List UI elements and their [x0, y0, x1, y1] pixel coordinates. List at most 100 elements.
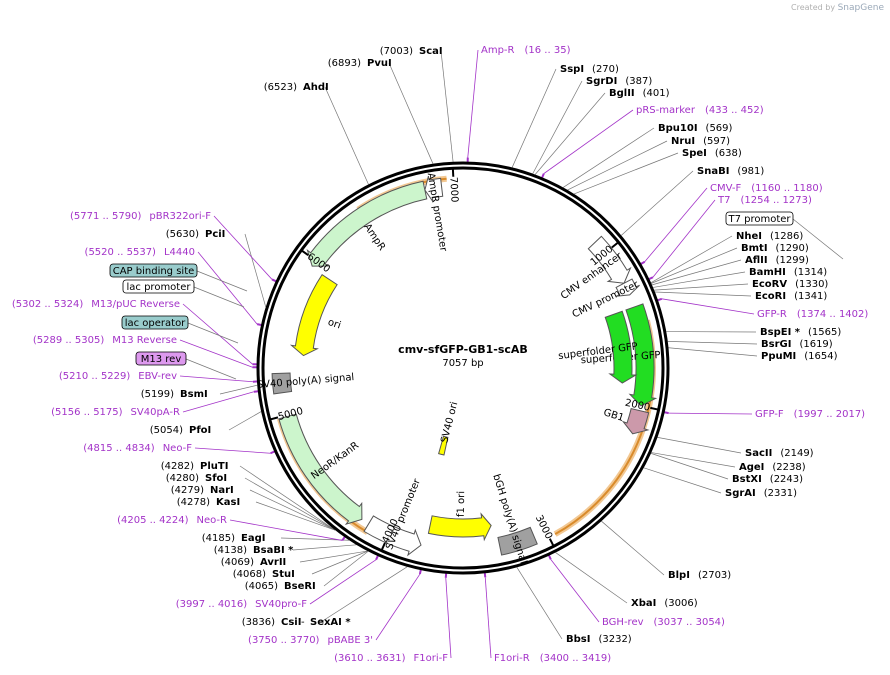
primer-name: GFP-R — [757, 309, 787, 320]
box-cap-binding-site — [109, 263, 198, 278]
primer-leader — [445, 577, 452, 659]
box-leader — [187, 322, 239, 344]
enzyme-position: (5054) — [150, 425, 183, 436]
leader-line — [651, 247, 738, 284]
enzyme-name: PfoI — [189, 425, 211, 436]
enzyme-position: (981) — [737, 166, 764, 177]
enzyme-position: (3232) — [598, 634, 631, 645]
enzyme-name: EagI — [241, 533, 265, 544]
enzyme-position: (4138) — [214, 545, 247, 556]
primer-range: (1997 .. 2017) — [794, 409, 866, 420]
box-label-lac-promoter: lac promoter — [127, 282, 192, 293]
enzyme-position: (1341) — [794, 291, 827, 302]
leader-line — [555, 552, 628, 604]
feature-f1-ori — [427, 512, 492, 542]
primer-labels: Amp-R(16 .. 35)pRS-marker(433 .. 452)CMV… — [12, 45, 869, 664]
enzyme-name: BmtI — [741, 243, 768, 254]
leader-line — [667, 341, 758, 345]
enzyme-name: AhdI — [303, 82, 329, 93]
primer-range: (4205 .. 4224) — [117, 515, 189, 526]
primer-name: BGH-rev — [602, 617, 644, 628]
enzyme-position: (1286) — [770, 231, 803, 242]
primer-leader — [375, 573, 421, 641]
enzyme-position: (4068) — [233, 569, 266, 580]
enzyme-position: (1290) — [776, 243, 809, 254]
primer-range: (5156 .. 5175) — [51, 407, 123, 418]
leader-line — [249, 489, 336, 531]
tick-mark — [380, 542, 386, 551]
primer-range: (1160 .. 1180) — [751, 183, 823, 194]
box-leader — [196, 270, 248, 292]
enzyme-name: BamHI — [749, 267, 786, 278]
box-leader — [185, 358, 237, 380]
primer-range: (16 .. 35) — [525, 45, 571, 56]
tick-label: 3000 — [533, 513, 554, 541]
leader-line — [228, 411, 262, 431]
feature-sv40-poly-a-signal — [271, 372, 293, 395]
enzyme-name: BspEI * — [760, 327, 801, 338]
enzyme-name: NarI — [210, 485, 234, 496]
enzyme-name: BbsI — [566, 634, 590, 645]
box-label-m13-rev: M13 rev — [141, 354, 182, 365]
primer-range: (4815 .. 4834) — [83, 443, 155, 454]
leader-line — [532, 80, 583, 174]
leader-line — [657, 437, 742, 454]
enzyme-position: (3006) — [664, 598, 697, 609]
feature-sv40-promoter — [363, 515, 422, 557]
enzyme-name: BglII — [609, 88, 635, 99]
enzyme-name: SgrAI — [725, 488, 756, 499]
leader-line — [563, 127, 655, 188]
credit-prefix: Created by — [791, 3, 836, 12]
enzyme-name: PvuI — [367, 58, 392, 69]
tick-mark — [269, 416, 279, 421]
enzyme-position: (6523) — [264, 82, 297, 93]
enzyme-position: (1565) — [808, 327, 841, 338]
leader-line — [388, 62, 434, 164]
enzyme-name: BsaBI * — [253, 545, 294, 556]
enzyme-name: BsrGI — [761, 339, 791, 350]
tick-label: 7000 — [447, 177, 459, 203]
enzyme-name: SgrDI — [586, 76, 617, 87]
leader-line — [650, 453, 729, 480]
enzyme-name: PciI — [205, 229, 225, 240]
tick-mark — [301, 249, 309, 257]
enzyme-name: SspI — [560, 64, 584, 75]
primer-name: SV40pA-R — [131, 407, 180, 418]
enzyme-position: (1299) — [776, 255, 809, 266]
feature-sv40-ori — [438, 435, 449, 456]
primer-name: M13/pUC Reverse — [91, 299, 180, 310]
leader-line — [654, 283, 749, 291]
enzyme-name: EcoRV — [752, 279, 787, 290]
enzyme-position: (5630) — [166, 229, 199, 240]
enzyme-name: SexAI * — [310, 617, 351, 628]
feature-label-ampr: AmpR — [361, 222, 387, 253]
primer-leader — [194, 447, 271, 454]
feature-neor-kanr — [278, 413, 363, 526]
enzyme-name: PluTI — [200, 461, 228, 472]
plasmid-name: cmv-sfGFP-GB1-scAB — [398, 343, 528, 356]
primer-leader — [467, 49, 479, 158]
primer-name: Amp-R — [481, 45, 515, 56]
feature-label-sv40-ori: SV40 ori — [439, 401, 460, 445]
enzyme-name: StuI — [272, 569, 295, 580]
leader-line — [324, 86, 369, 185]
primer-name: CMV-F — [710, 183, 741, 194]
leader-line — [573, 152, 679, 195]
primer-range: (5302 .. 5324) — [12, 299, 84, 310]
primer-range: (5520 .. 5537) — [85, 247, 157, 258]
primer-leader — [213, 215, 273, 280]
enzyme-position: (4279) — [171, 485, 204, 496]
primer-name: L4440 — [164, 247, 195, 258]
primer-leader — [229, 519, 343, 541]
leader-line — [323, 551, 369, 587]
enzyme-position: (4280) — [166, 473, 199, 484]
feature-label-gb1: GB1 — [602, 407, 625, 424]
feature-ampr-promoter — [424, 175, 444, 202]
box-t7-promoter — [725, 211, 794, 226]
primer-name: T7 — [717, 195, 730, 206]
tick-mark — [611, 241, 619, 249]
enzyme-position: (1330) — [795, 279, 828, 290]
primer-leader — [661, 298, 755, 315]
feature-cmv-enhancer — [587, 235, 632, 284]
